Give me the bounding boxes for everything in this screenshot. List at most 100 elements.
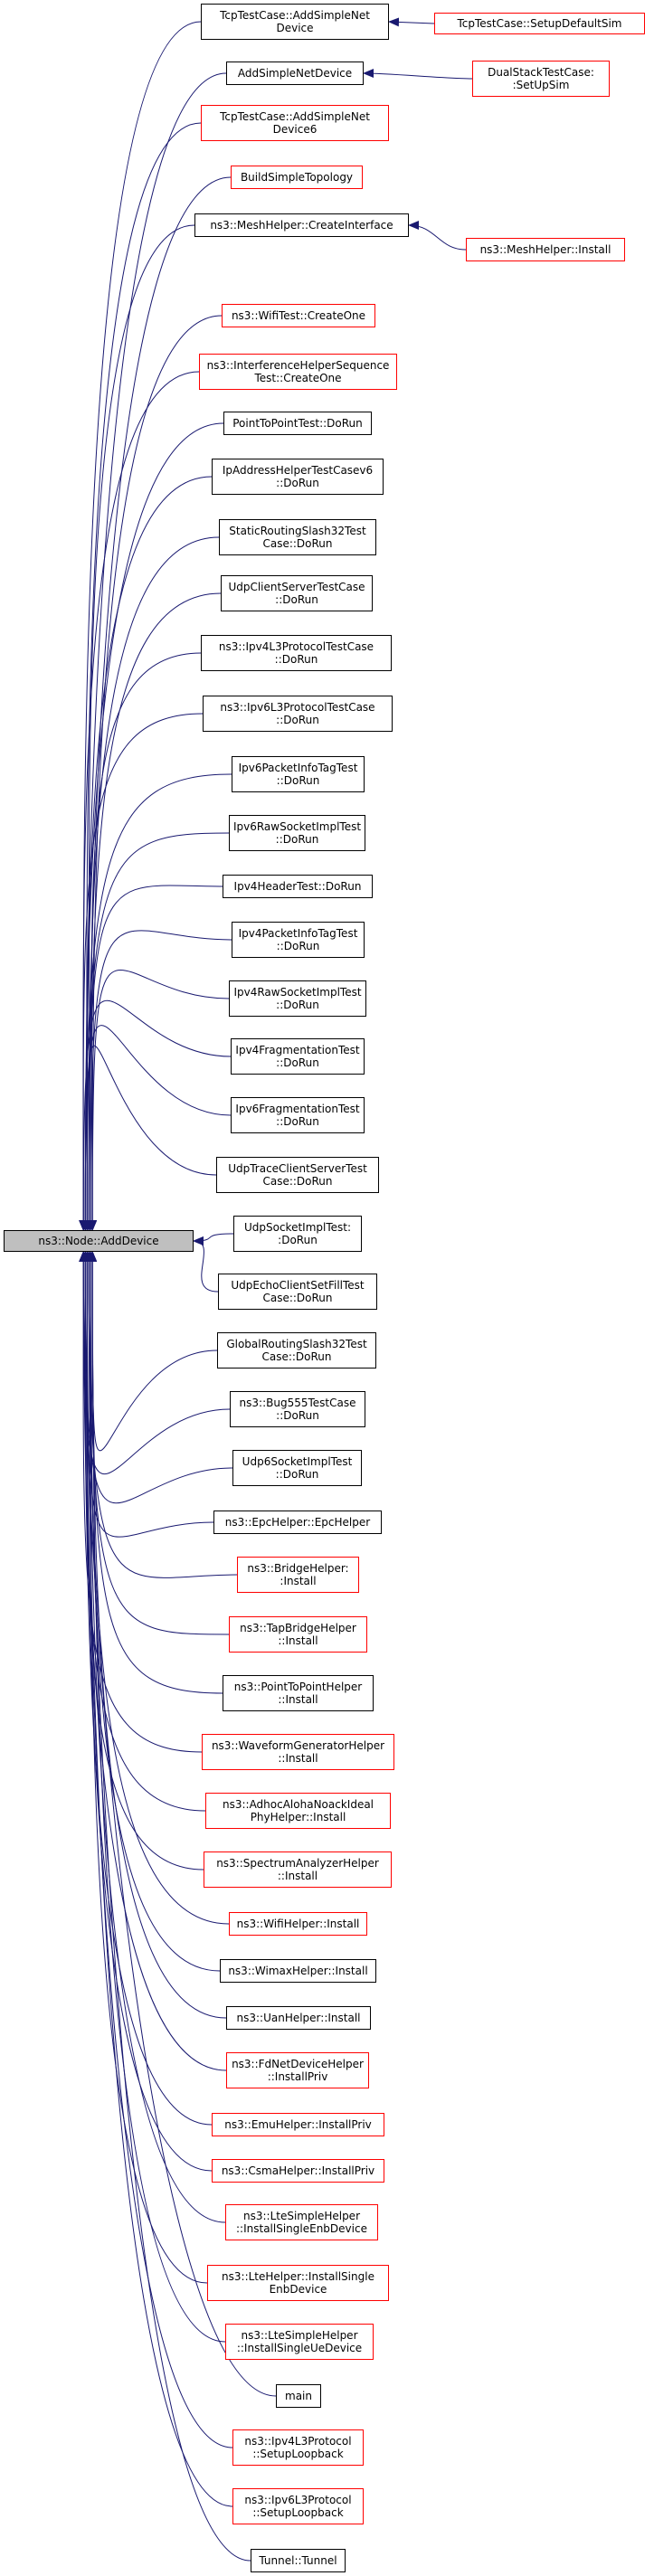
caller-node[interactable]: ns3::Ipv6L3Protocol::SetupLoopback <box>232 2488 364 2524</box>
call-edge <box>81 422 224 1231</box>
node-label: ns3::AdhocAlohaNoackIdeal <box>222 1798 374 1811</box>
call-edge <box>193 1233 234 1245</box>
caller-node[interactable]: DualStackTestCase::SetUpSim <box>472 61 610 97</box>
call-edge <box>88 1251 218 1452</box>
node-label: ::DoRun <box>274 653 318 666</box>
caller-node[interactable]: ns3::MeshHelper::CreateInterface <box>194 213 409 237</box>
node-label: Device <box>276 22 314 34</box>
node-label: ::Install <box>278 1752 318 1765</box>
caller-node[interactable]: IpAddressHelperTestCasev6::DoRun <box>212 459 384 495</box>
caller-node[interactable]: ns3::Ipv6L3ProtocolTestCase::DoRun <box>203 696 393 732</box>
caller-node[interactable]: ns3::PointToPointHelper::Install <box>223 1675 374 1711</box>
node-label: Ipv4HeaderTest::DoRun <box>233 880 362 893</box>
caller-node[interactable]: Ipv6RawSocketImplTest::DoRun <box>229 815 365 851</box>
node-label: ::InstallSingleEnbDevice <box>236 2222 367 2235</box>
caller-node[interactable]: UdpSocketImplTest::DoRun <box>233 1216 362 1252</box>
node-label: UdpTraceClientServerTest <box>228 1162 367 1175</box>
node-label: Udp6SocketImplTest <box>242 1455 353 1468</box>
node-label: UdpSocketImplTest: <box>243 1221 352 1234</box>
node-label: ::InstallSingleUeDevice <box>236 2342 363 2354</box>
caller-node[interactable]: Tunnel::Tunnel <box>251 2549 346 2572</box>
caller-node[interactable]: ns3::WaveformGeneratorHelper::Install <box>202 1734 394 1770</box>
caller-node[interactable]: PointToPointTest::DoRun <box>223 412 372 435</box>
caller-node[interactable]: ns3::WifiHelper::Install <box>229 1912 367 1936</box>
caller-node[interactable]: ns3::Ipv4L3Protocol::SetupLoopback <box>232 2429 364 2466</box>
node-label: ns3::WimaxHelper::Install <box>228 1965 368 1977</box>
call-edge <box>388 17 435 27</box>
node-label: Ipv4RawSocketImplTest <box>233 986 362 999</box>
caller-node[interactable]: UdpClientServerTestCase::DoRun <box>221 575 373 611</box>
caller-node[interactable]: ns3::BridgeHelper::Install <box>237 1557 359 1593</box>
node-label: ns3::MeshHelper::Install <box>479 243 611 256</box>
caller-node[interactable]: Udp6SocketImplTest::DoRun <box>232 1450 362 1486</box>
call-edge <box>84 885 223 1231</box>
caller-node[interactable]: ns3::Ipv4L3ProtocolTestCase::DoRun <box>201 635 392 671</box>
caller-node[interactable]: ns3::SpectrumAnalyzerHelper::Install <box>204 1852 392 1888</box>
call-edge <box>82 476 213 1231</box>
call-edge <box>408 221 467 251</box>
node-label: Tunnel::Tunnel <box>259 2554 337 2567</box>
node-label: PhyHelper::Install <box>250 1811 346 1823</box>
call-edge <box>88 1251 227 2019</box>
call-edge <box>82 1251 213 2172</box>
caller-node[interactable]: Ipv6PacketInfoTagTest::DoRun <box>232 756 365 792</box>
node-label: Case::DoRun <box>262 1175 333 1188</box>
node-label: ::DoRun <box>276 714 319 726</box>
node-label: ns3::Node::AddDevice <box>38 1235 159 1247</box>
caller-node[interactable]: Ipv4HeaderTest::DoRun <box>223 875 373 898</box>
caller-node[interactable]: Ipv4FragmentationTest::DoRun <box>231 1038 365 1075</box>
node-label: ns3::LteSimpleHelper <box>243 2210 360 2222</box>
caller-node[interactable]: ns3::Bug555TestCase::DoRun <box>230 1391 365 1427</box>
caller-node[interactable]: ns3::LteSimpleHelper::InstallSingleEnbDe… <box>225 2204 378 2240</box>
node-label: ::DoRun <box>276 1115 319 1128</box>
caller-node[interactable]: Ipv4RawSocketImplTest::DoRun <box>229 980 366 1017</box>
node-label: ns3::Ipv4L3Protocol <box>244 2435 352 2448</box>
caller-node[interactable]: ns3::WimaxHelper::Install <box>220 1959 376 1983</box>
node-label: UdpEchoClientSetFillTest <box>231 1279 365 1292</box>
node-label: BuildSimpleTopology <box>240 171 354 184</box>
node-label: ns3::Bug555TestCase <box>239 1397 356 1409</box>
node-label: ::DoRun <box>276 1409 319 1422</box>
caller-node[interactable]: BuildSimpleTopology <box>231 166 363 189</box>
node-label: ::DoRun <box>275 593 318 606</box>
root-node[interactable]: ns3::Node::AddDevice <box>4 1230 194 1252</box>
caller-node[interactable]: ns3::FdNetDeviceHelper::InstallPriv <box>226 2052 369 2088</box>
call-edge <box>79 1251 227 2071</box>
node-label: ns3::WifiHelper::Install <box>236 1918 360 1930</box>
node-label: ::DoRun <box>275 833 319 846</box>
call-edge <box>86 1251 208 2284</box>
call-edge <box>82 1045 217 1231</box>
caller-node[interactable]: main <box>276 2384 321 2408</box>
caller-node[interactable]: ns3::EmuHelper::InstallPriv <box>212 2113 384 2136</box>
caller-node[interactable]: ns3::UanHelper::Install <box>226 2006 371 2030</box>
caller-node[interactable]: ns3::EpcHelper::EpcHelper <box>213 1511 382 1534</box>
call-edge <box>88 1251 226 2343</box>
caller-node[interactable]: ns3::CsmaHelper::InstallPriv <box>212 2159 384 2183</box>
node-label: ns3::FdNetDeviceHelper <box>232 2058 364 2070</box>
caller-node[interactable]: ns3::LteSimpleHelper::InstallSingleUeDev… <box>225 2324 374 2360</box>
call-edge <box>88 1251 223 1694</box>
node-label: Ipv6PacketInfoTagTest <box>238 762 358 774</box>
caller-node[interactable]: TcpTestCase::SetupDefaultSim <box>434 13 645 34</box>
caller-node[interactable]: AddSimpleNetDevice <box>226 62 364 85</box>
node-label: ns3::SpectrumAnalyzerHelper <box>216 1857 379 1870</box>
node-label: Case::DoRun <box>262 1292 333 1304</box>
caller-node[interactable]: ns3::WifiTest::CreateOne <box>222 304 375 327</box>
caller-node[interactable]: ns3::MeshHelper::Install <box>466 238 625 261</box>
caller-node[interactable]: Ipv4PacketInfoTagTest::DoRun <box>232 922 365 958</box>
node-label: UdpClientServerTestCase <box>228 581 365 593</box>
caller-node[interactable]: ns3::TapBridgeHelper::Install <box>229 1616 367 1653</box>
node-label: TcpTestCase::AddSimpleNet <box>220 9 370 22</box>
node-label: ns3::PointToPointHelper <box>233 1681 363 1693</box>
caller-node[interactable]: Ipv6FragmentationTest::DoRun <box>231 1097 365 1133</box>
